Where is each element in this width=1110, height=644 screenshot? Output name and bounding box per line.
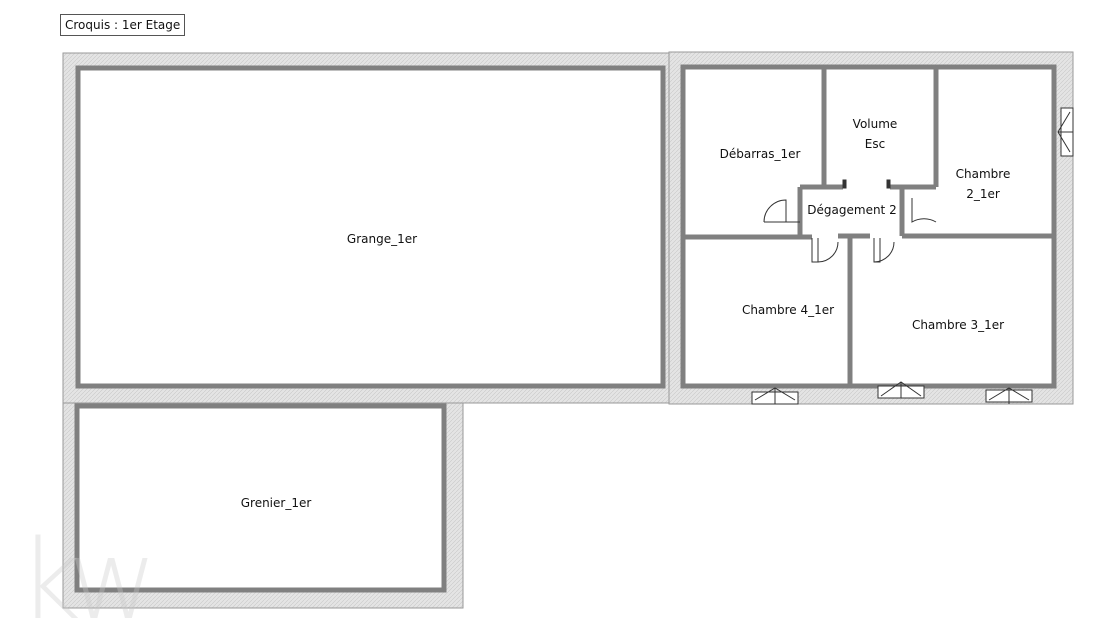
- grenier-room: [74, 403, 447, 593]
- room-labels: Grange_1er Grenier_1er Débarras_1er Volu…: [241, 117, 1011, 510]
- label-volume-line2: Esc: [865, 137, 885, 151]
- door-chambre2: [911, 198, 937, 223]
- door-chambre3: [873, 241, 895, 263]
- room-interiors: [74, 64, 1057, 593]
- label-chambre4: Chambre 4_1er: [742, 303, 834, 317]
- door-chambre4: [817, 241, 839, 263]
- plan-title: Croquis : 1er Etage: [60, 14, 186, 36]
- label-degagement: Dégagement 2: [807, 203, 896, 217]
- house-outline: [680, 64, 1057, 389]
- window-chambre4: [751, 387, 799, 405]
- window-chambre3-right: [985, 387, 1033, 404]
- windows: [751, 107, 1074, 405]
- label-chambre2-line1: Chambre: [956, 167, 1011, 181]
- grange-room: [75, 65, 666, 389]
- window-chambre3-left: [877, 381, 925, 399]
- floor-plan: Grange_1er Grenier_1er Débarras_1er Volu…: [62, 51, 1074, 609]
- window-chambre2: [1057, 107, 1074, 157]
- label-volume-line1: Volume: [853, 117, 898, 131]
- label-chambre2-line2: 2_1er: [966, 187, 1000, 201]
- interior-partitions: [683, 67, 1054, 386]
- door-debarras: [763, 199, 787, 223]
- label-chambre3: Chambre 3_1er: [912, 318, 1004, 332]
- label-grange: Grange_1er: [347, 232, 417, 246]
- label-grenier: Grenier_1er: [241, 496, 312, 510]
- doors: [763, 179, 937, 263]
- label-debarras: Débarras_1er: [720, 147, 801, 161]
